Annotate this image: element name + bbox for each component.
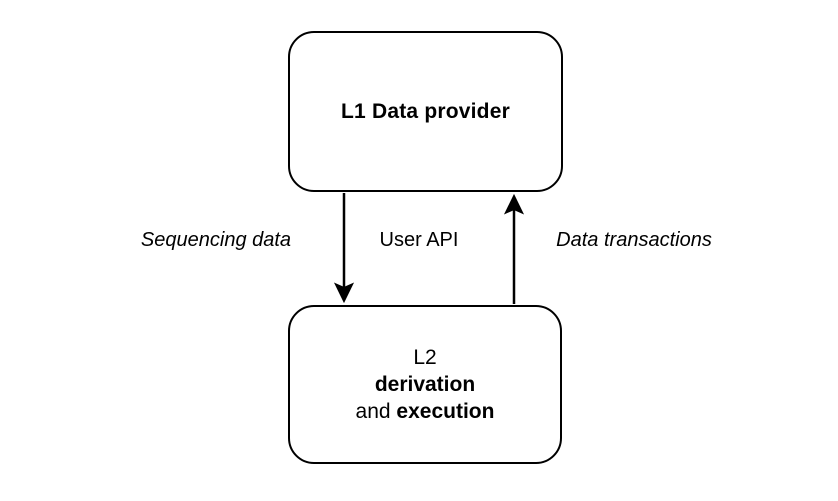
arrowhead-down-icon (333, 282, 355, 304)
user-api-label: User API (379, 229, 459, 251)
arrowhead-up-icon (503, 193, 525, 215)
arrow-l2-to-l1 (503, 193, 525, 304)
l2-label-line3-regular: and (355, 400, 397, 423)
arrow-l1-to-l2 (333, 193, 355, 304)
data-transactions-label: Data transactions (556, 229, 712, 251)
l2-derivation-execution-node: L2 derivation and execution (288, 305, 562, 464)
l2-label-line3: and execution (356, 398, 495, 425)
l2-label-line2: derivation (374, 373, 476, 396)
l2-label-line1: L2 (413, 346, 437, 369)
sequencing-data-label: Sequencing data (140, 229, 292, 251)
l1-node-label: L1 Data provider (341, 99, 510, 123)
l2-label-line3-bold: execution (396, 400, 495, 423)
l2-node-label: L2 derivation and execution (356, 344, 495, 425)
l1-data-provider-node: L1 Data provider (288, 31, 563, 192)
